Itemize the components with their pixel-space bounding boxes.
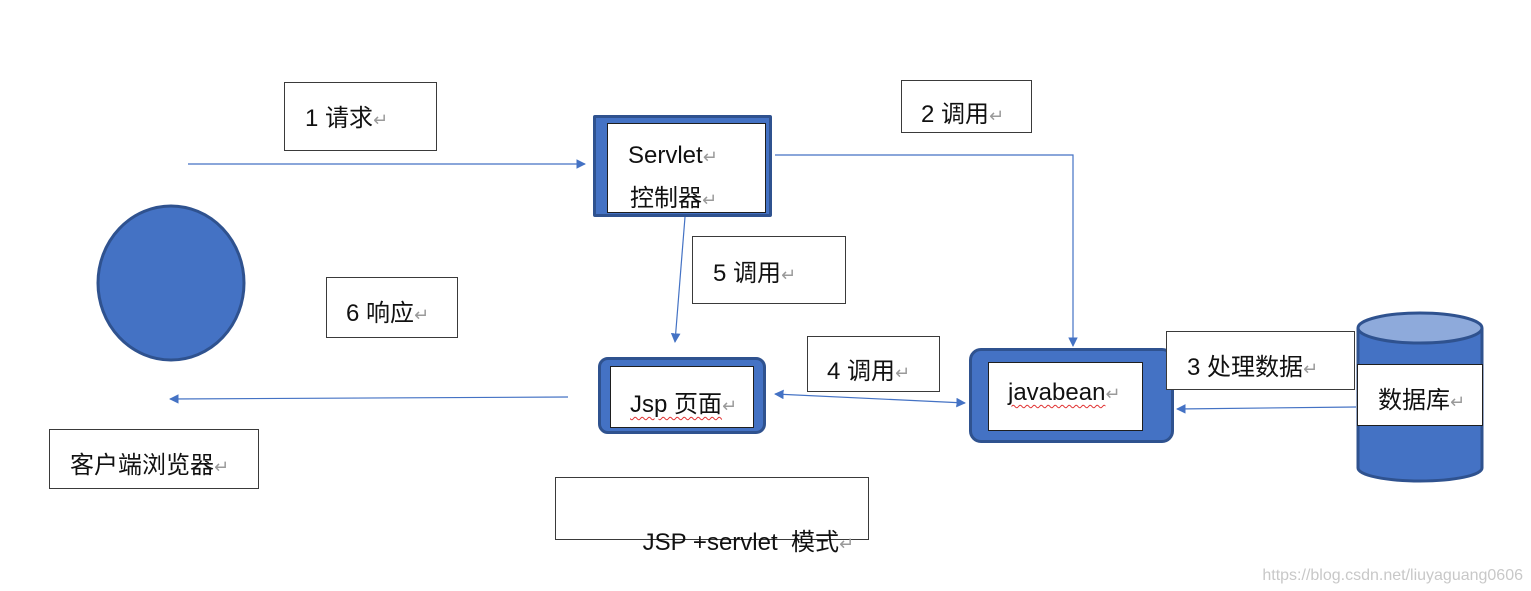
watermark: https://blog.csdn.net/liuyaguang0606 [1262,567,1523,584]
call2-label: 2 调用↵ [921,101,1005,128]
response-label-box: 6 响应↵ [326,277,458,338]
call5-label: 5 调用↵ [713,260,797,287]
call4-label-box: 4 调用↵ [807,336,940,392]
arrow-servlet-to-javabean [775,154,1078,347]
browser-label-box: 客户端浏览器↵ [49,429,259,489]
servlet-label-line2: 控制器↵ [630,185,718,212]
javabean-label: javabean↵ [1008,379,1121,406]
jsp-label-text: Jsp 页面 [630,391,723,418]
jsp-label-box: Jsp 页面↵ [610,366,754,428]
response-label: 6 响应↵ [346,300,430,327]
database-label: 数据库↵ [1378,387,1466,414]
jsp-label: Jsp 页面↵ [630,391,738,418]
mode-label-box: JSP +servlet 模式↵ [555,477,869,556]
call4-label: 4 调用↵ [827,358,911,385]
servlet-label-line1: Servlet↵ [628,142,718,169]
arrow-db-to-javabean [1176,404,1357,414]
request-label: 1 请求↵ [305,105,389,132]
mode-label: JSP +servlet 模式↵ [642,529,855,556]
client-circle [96,204,246,362]
call5-label-box: 5 调用↵ [692,236,846,304]
arrow-jsp-javabean [774,389,966,408]
database-label-box: 数据库↵ [1357,364,1483,426]
call2-label-box: 2 调用↵ [901,80,1032,133]
arrow-response [169,394,569,404]
servlet-label-box: Servlet↵ 控制器↵ [607,123,766,213]
servlet-node: Servlet↵ 控制器↵ [593,115,772,217]
process-label: 3 处理数据↵ [1187,354,1319,381]
javabean-label-text: javabean [1008,379,1106,406]
browser-label: 客户端浏览器↵ [70,452,230,479]
process-label-box: 3 处理数据↵ [1166,331,1355,390]
jsp-node: Jsp 页面↵ [598,357,766,434]
javabean-node: javabean↵ [969,348,1174,443]
arrow-servlet-to-jsp [670,216,686,343]
request-label-box: 1 请求↵ [284,82,437,151]
javabean-label-box: javabean↵ [988,362,1143,431]
